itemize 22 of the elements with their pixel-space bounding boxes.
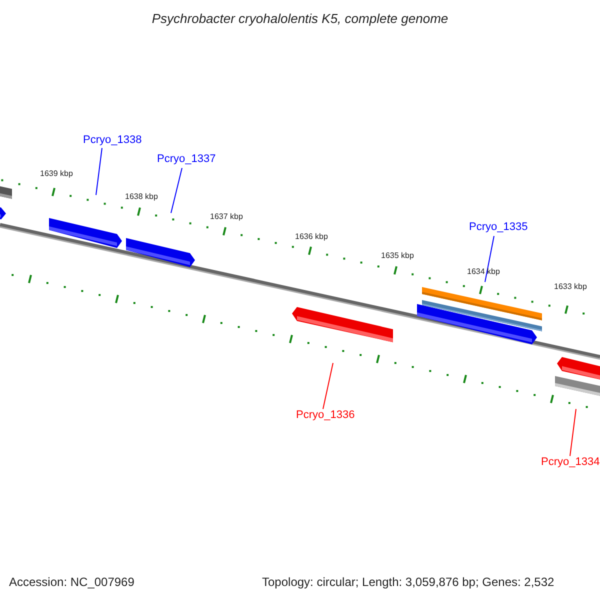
leader-line: [96, 148, 102, 196]
gene-arrow: [557, 357, 600, 382]
scale-label: 1636 kbp: [295, 233, 328, 241]
leader-line: [170, 168, 182, 214]
footer-text: Accession: NC_007969: [9, 576, 134, 588]
scale-label: 1639 kbp: [40, 170, 73, 178]
gene-label: Pcryo_1337: [157, 154, 216, 165]
gene-label: Pcryo_1335: [469, 222, 528, 233]
gene-arrow: [49, 218, 122, 248]
scale-label: 1635 kbp: [381, 252, 414, 260]
scale-label: 1633 kbp: [554, 283, 587, 291]
leader-line: [570, 408, 576, 456]
gene-label: Pcryo_1338: [83, 135, 142, 146]
gene-label: Pcryo_1336: [296, 410, 355, 421]
leader-line: [484, 236, 494, 282]
gene-bar: [422, 287, 542, 320]
leader-line: [322, 362, 334, 410]
gene-label: Pcryo_1334: [541, 457, 600, 468]
map-title: Psychrobacter cryohalolentis K5, complete genome: [150, 12, 450, 25]
footer-text: Topology: circular; Length: 3,059,876 bp; Genes: 2,532: [262, 576, 554, 588]
gene-arrow: [126, 238, 195, 268]
gene-arrow: [292, 307, 393, 342]
